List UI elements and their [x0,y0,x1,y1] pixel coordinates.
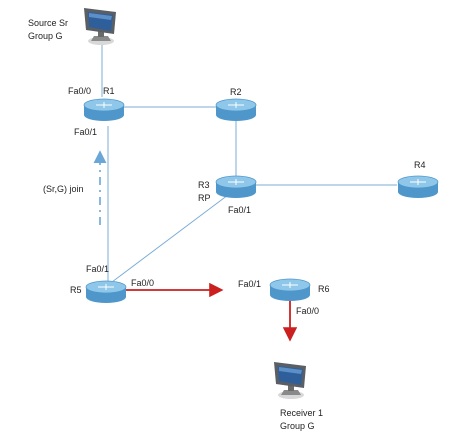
r3-fa01-label: Fa0/1 [228,205,252,215]
source-label-line1: Source Sr [28,18,69,28]
r5-fa01-label: Fa0/1 [86,264,110,274]
r1-fa00-label: Fa0/0 [68,86,92,96]
router-r2-icon [215,98,257,121]
receiver-label-line2: Group G [280,421,315,431]
router-r3-icon [215,175,257,198]
link-r3-r5 [111,194,229,283]
receiver-label-line1: Receiver 1 [280,408,324,418]
r6-fa01-label: Fa0/1 [238,279,262,289]
router-r1-label: R1 [103,86,115,96]
router-r2-label: R2 [230,87,242,97]
router-r1-icon [83,98,125,121]
router-r5-label: R5 [70,285,82,295]
r1-fa01-label: Fa0/1 [74,127,98,137]
source-computer-icon [84,8,116,45]
source-label-line2: Group G [28,31,63,41]
router-r3-label: R3 [198,180,210,190]
join-label: (Sr,G) join [43,184,84,194]
r5-fa00-label: Fa0/0 [131,278,155,288]
router-r4-icon [397,175,439,198]
router-r5-icon [85,280,127,303]
router-r4-label: R4 [414,160,426,170]
r6-fa00-label: Fa0/0 [296,306,320,316]
router-r6-label: R6 [318,284,330,294]
receiver-computer-icon [274,362,306,399]
router-r3-role-label: RP [198,193,211,203]
router-r6-icon [269,278,311,301]
